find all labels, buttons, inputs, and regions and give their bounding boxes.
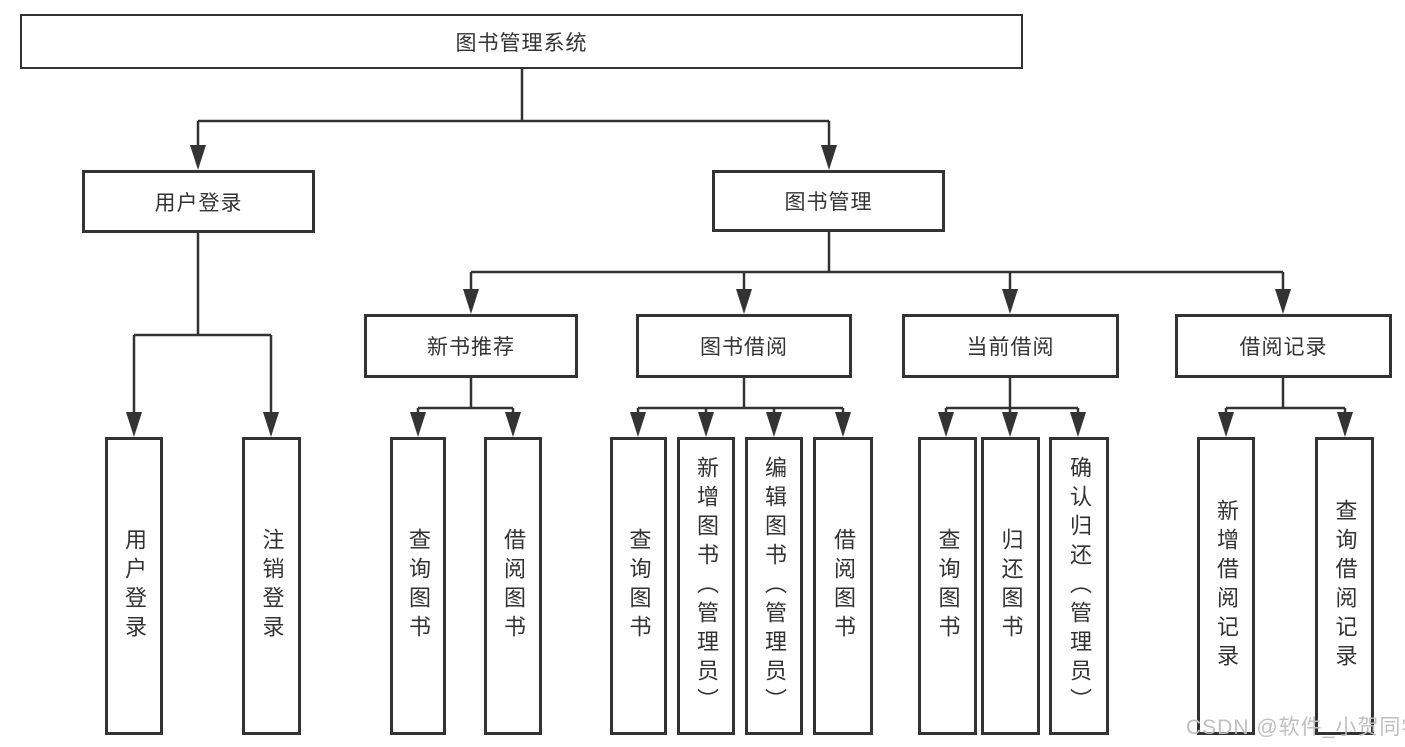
leaf-user-login: 用户登录 — [105, 437, 163, 735]
leaf-add-borrow-record: 新增借阅记录 — [1197, 437, 1255, 735]
leaf-query-borrow-record: 查询借阅记录 — [1315, 437, 1374, 735]
leaf-borrow-books-recommend: 借阅图书 — [484, 437, 542, 735]
leaf-borrow-books-label: 借阅图书 — [831, 528, 856, 644]
node-borrow-records: 借阅记录 — [1175, 314, 1392, 378]
leaf-return-book-label: 归还图书 — [998, 528, 1024, 644]
leaf-edit-book-admin-label: 编辑图书（管理员） — [762, 455, 787, 717]
node-book-management: 图书管理 — [712, 170, 945, 232]
leaf-query-books-current-label: 查询图书 — [935, 528, 961, 644]
leaf-add-book-admin: 新增图书（管理员） — [677, 437, 735, 735]
node-current-borrow: 当前借阅 — [902, 314, 1119, 378]
leaf-user-login-label: 用户登录 — [122, 528, 147, 644]
leaf-confirm-return-admin-label: 确认归还（管理员） — [1067, 455, 1092, 717]
leaf-query-books-current: 查询图书 — [918, 437, 977, 735]
leaf-return-book: 归还图书 — [981, 437, 1040, 735]
leaf-add-book-admin-label: 新增图书（管理员） — [694, 455, 719, 717]
leaf-query-borrow-record-label: 查询借阅记录 — [1332, 499, 1358, 673]
leaf-logout: 注销登录 — [242, 437, 301, 735]
leaf-query-books-borrow: 查询图书 — [610, 437, 667, 735]
node-library-management-system: 图书管理系统 — [20, 14, 1023, 69]
leaf-confirm-return-admin: 确认归还（管理员） — [1049, 437, 1109, 735]
node-book-borrow: 图书借阅 — [636, 314, 852, 378]
node-new-book-recommend: 新书推荐 — [364, 314, 578, 378]
leaf-query-books-recommend: 查询图书 — [390, 437, 446, 735]
leaf-edit-book-admin: 编辑图书（管理员） — [745, 437, 803, 735]
watermark-text: CSDN @软件_小贺同学 — [1186, 716, 1405, 739]
node-user-login: 用户登录 — [82, 170, 315, 233]
leaf-query-books-borrow-label: 查询图书 — [626, 528, 652, 644]
leaf-borrow-books: 借阅图书 — [813, 437, 873, 735]
leaf-query-books-recommend-label: 查询图书 — [406, 528, 431, 644]
leaf-add-borrow-record-label: 新增借阅记录 — [1214, 499, 1239, 673]
leaf-logout-label: 注销登录 — [259, 528, 285, 644]
leaf-borrow-books-recommend-label: 借阅图书 — [501, 528, 526, 644]
